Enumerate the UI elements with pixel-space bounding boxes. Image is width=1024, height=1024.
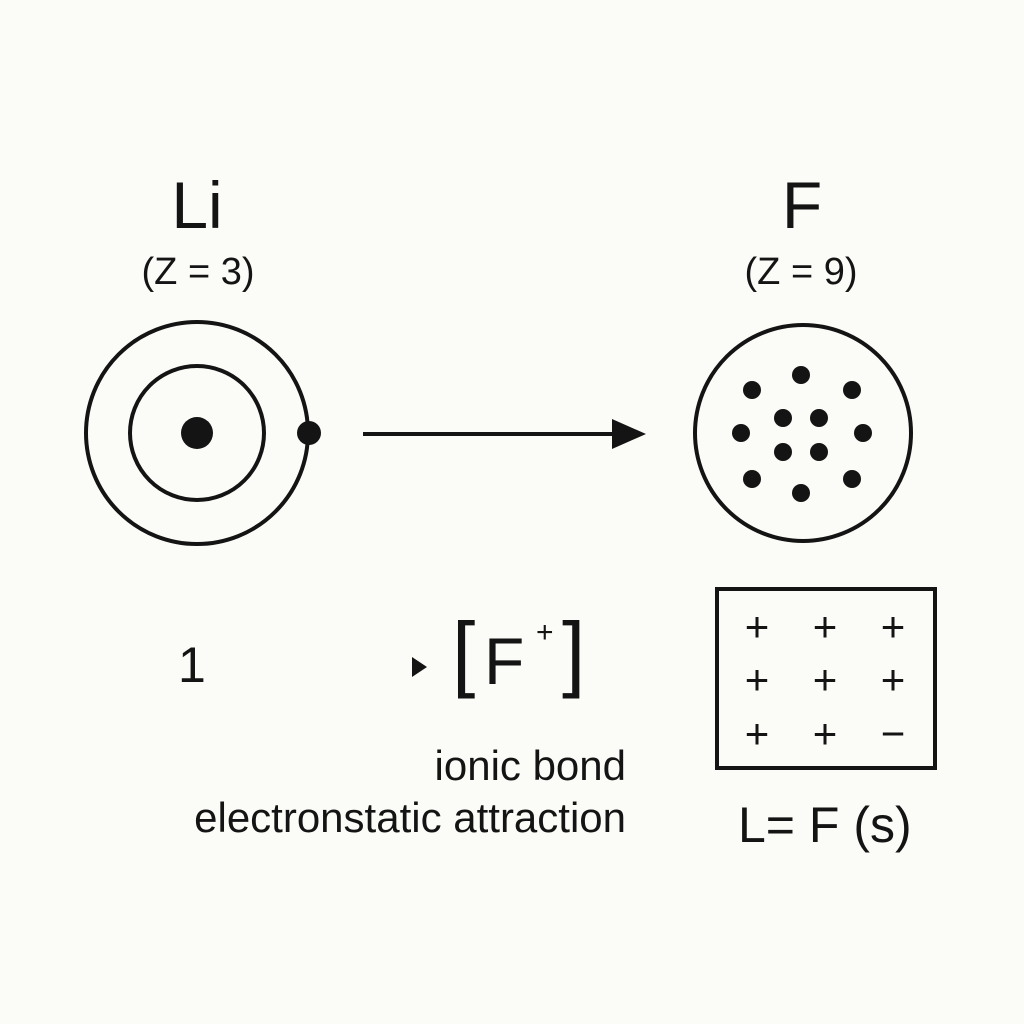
fluorine-atom	[693, 323, 913, 543]
lithium-atomic-number: (Z = 3)	[141, 251, 255, 293]
lattice-sign: +	[745, 656, 770, 703]
ion-bracket-right: ]	[562, 605, 586, 699]
fluorine-electron	[792, 366, 810, 384]
lithium-symbol: Li	[171, 168, 223, 242]
fluorine-electron	[743, 381, 761, 399]
bond-type-label: ionic bond	[434, 742, 626, 789]
fluorine-electron	[854, 424, 872, 442]
fluorine-electron	[843, 470, 861, 488]
lattice-sign: +	[881, 656, 906, 703]
lattice-sign: +	[813, 656, 838, 703]
ion-symbol: F	[484, 624, 525, 698]
fluorine-electron	[810, 443, 828, 461]
fluorine-electron	[732, 424, 750, 442]
lattice-sign: +	[881, 603, 906, 650]
lattice-sign: +	[745, 710, 770, 757]
step-label: 1	[178, 637, 206, 693]
lattice-signs: + + + + + + + + −	[745, 603, 906, 757]
fluorine-symbol: F	[781, 168, 823, 242]
lattice-sign: +	[813, 603, 838, 650]
lattice-box	[715, 587, 937, 770]
ion-bracket-left: [	[452, 605, 476, 699]
fluorine-electrons	[732, 366, 872, 502]
fluorine-electron	[810, 409, 828, 427]
lattice-sign: −	[881, 710, 906, 757]
fluorine-electron	[843, 381, 861, 399]
lattice-sign: +	[813, 710, 838, 757]
lithium-inner-shell	[128, 364, 266, 502]
electron-transfer-arrow	[363, 419, 646, 449]
fluorine-electron	[774, 443, 792, 461]
lithium-nucleus	[181, 417, 213, 449]
fluorine-electron	[792, 484, 810, 502]
fluorine-atomic-number: (Z = 9)	[744, 251, 858, 293]
lattice-formula: L= F (s)	[738, 797, 912, 853]
lattice-sign: +	[745, 603, 770, 650]
fluorine-electron	[743, 470, 761, 488]
pointer-triangle	[412, 657, 427, 677]
lithium-valence-electron	[297, 421, 321, 445]
attraction-label: electronstatic attraction	[194, 794, 626, 841]
fluorine-shell	[693, 323, 913, 543]
fluorine-electron	[774, 409, 792, 427]
ion-charge: +	[536, 616, 554, 649]
lithium-atom	[84, 320, 321, 546]
